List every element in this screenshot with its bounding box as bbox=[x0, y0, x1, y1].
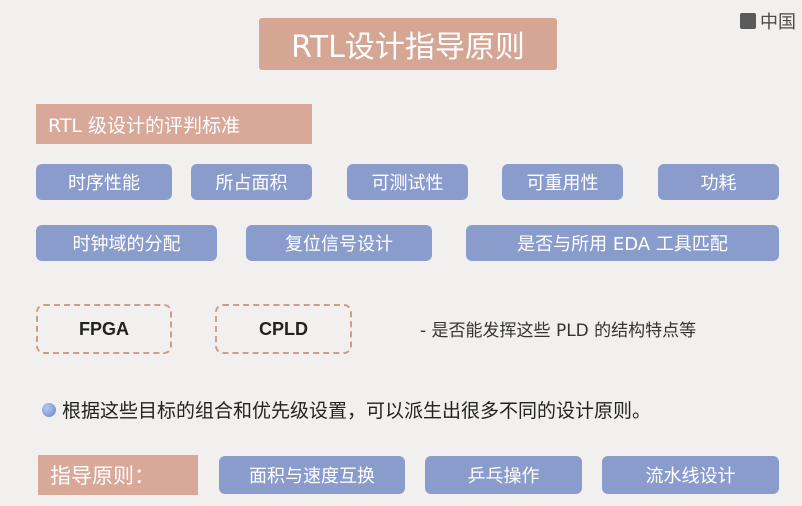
criterion-area: 所占面积 bbox=[191, 164, 312, 200]
principle-ping-pong: 乒乓操作 bbox=[425, 456, 582, 494]
slide-title: RTL设计指导原则 bbox=[259, 18, 557, 70]
logo-icon bbox=[740, 13, 756, 29]
device-fpga: FPGA bbox=[36, 304, 172, 354]
principle-pipeline: 流水线设计 bbox=[602, 456, 779, 494]
principle-area-speed: 面积与速度互换 bbox=[219, 456, 405, 494]
criterion-power: 功耗 bbox=[658, 164, 779, 200]
criterion-eda-match: 是否与所用 EDA 工具匹配 bbox=[466, 225, 779, 261]
criterion-clock-domain: 时钟域的分配 bbox=[36, 225, 217, 261]
device-cpld: CPLD bbox=[215, 304, 352, 354]
bullet-line: 根据这些目标的组合和优先级设置，可以派生出很多不同的设计原则。 bbox=[42, 396, 651, 423]
logo-text: 中国 bbox=[760, 12, 796, 33]
criterion-testability: 可测试性 bbox=[347, 164, 468, 200]
bullet-text: 根据这些目标的组合和优先级设置，可以派生出很多不同的设计原则。 bbox=[62, 400, 652, 422]
bullet-dot-icon bbox=[42, 402, 56, 417]
principles-heading: 指导原则： bbox=[38, 455, 198, 495]
criterion-timing: 时序性能 bbox=[36, 164, 172, 200]
criterion-reset-design: 复位信号设计 bbox=[246, 225, 432, 261]
criteria-heading: RTL 级设计的评判标准 bbox=[36, 104, 312, 144]
logo: 中国 bbox=[740, 8, 796, 34]
criterion-reusability: 可重用性 bbox=[502, 164, 623, 200]
device-note: - 是否能发挥这些 PLD 的结构特点等 bbox=[420, 321, 697, 341]
